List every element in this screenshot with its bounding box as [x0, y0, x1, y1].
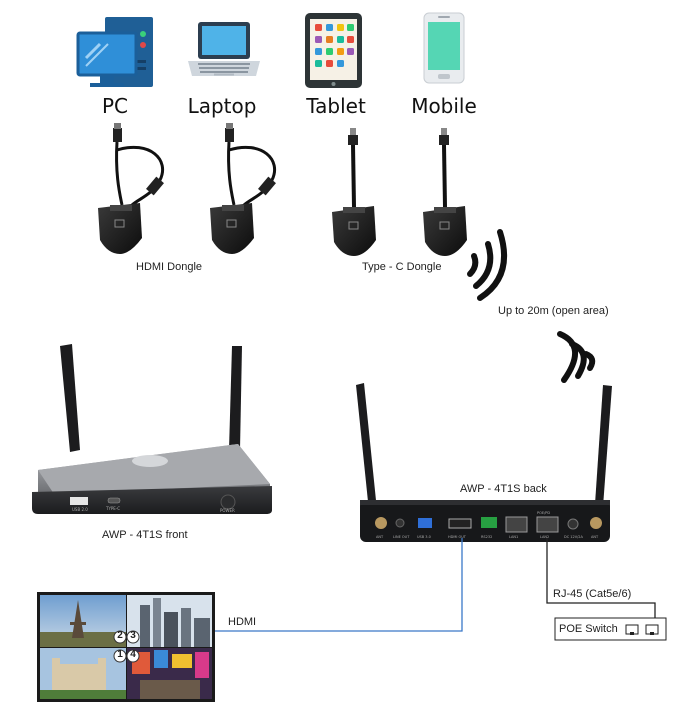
- rj45-connection-label: RJ-45 (Cat5e/6): [553, 588, 632, 600]
- svg-text:ANT: ANT: [376, 535, 384, 539]
- svg-text:RS232: RS232: [481, 535, 492, 539]
- quadrant-marker: [113, 649, 127, 663]
- network-port-icon: [625, 624, 639, 635]
- hdmi-connection-label: HDMI: [228, 616, 257, 628]
- quadrant-marker: [113, 630, 127, 644]
- wireless-range-label: Up to 20m (open area): [498, 305, 609, 317]
- svg-text:DC 12V/2A: DC 12V/2A: [564, 535, 584, 539]
- hdmi-dongle-2: [210, 123, 277, 254]
- pc-icon: [76, 17, 153, 87]
- svg-text:USB 2.0: USB 2.0: [72, 507, 88, 512]
- device-label-tablet: Tablet: [306, 94, 366, 118]
- receiver-front-label: AWP - 4T1S front: [102, 529, 188, 541]
- svg-text:LAN1: LAN1: [509, 535, 518, 539]
- svg-text:LINE OUT: LINE OUT: [393, 535, 410, 539]
- quadrant-number-2: 2: [117, 630, 123, 641]
- receiver-front: USB 2.0 TYPE-C POWER: [32, 344, 272, 514]
- svg-text:USB 3.0: USB 3.0: [417, 535, 431, 539]
- hdmi-dongle-label: HDMI Dongle: [136, 261, 203, 273]
- receiver-back: ANT LINE OUT USB 3.0 HDMI OUT RS232 LAN1…: [356, 383, 612, 542]
- device-label-mobile: Mobile: [411, 94, 477, 118]
- svg-text:ANT: ANT: [591, 535, 599, 539]
- quadrant-marker: [126, 649, 140, 663]
- quadrant-number-4: 4: [130, 649, 136, 660]
- svg-text:POWER: POWER: [220, 508, 235, 513]
- network-port-icon: [645, 624, 659, 635]
- laptop-icon: [188, 22, 260, 76]
- svg-text:TYPE-C: TYPE-C: [105, 506, 120, 511]
- typec-dongle-label: Type - C Dongle: [362, 261, 442, 273]
- hdmi-dongle-1: [98, 123, 165, 254]
- svg-text:LAN2: LAN2: [540, 535, 549, 539]
- display-screen: [37, 592, 215, 702]
- rj45-cable-line: [546, 538, 656, 618]
- hdmi-cable-line: [215, 538, 463, 632]
- poe-switch-label: POE Switch: [559, 623, 618, 635]
- device-label-pc: PC: [101, 94, 129, 118]
- quadrant-number-1: 1: [117, 649, 123, 660]
- typec-dongle-1: [332, 128, 376, 256]
- device-label-laptop: Laptop: [187, 94, 257, 118]
- typec-dongle-2: [423, 128, 467, 256]
- quadrant-marker: [126, 630, 140, 644]
- svg-text:HDMI OUT: HDMI OUT: [448, 535, 467, 539]
- svg-text:POE/PD: POE/PD: [537, 511, 550, 515]
- receiver-back-label: AWP - 4T1S back: [460, 483, 547, 495]
- tablet-icon: [305, 13, 362, 88]
- wifi-waves-icon: [467, 229, 507, 301]
- wifi-waves-icon: [557, 331, 596, 383]
- quadrant-number-3: 3: [130, 630, 136, 641]
- mobile-icon: [423, 12, 465, 84]
